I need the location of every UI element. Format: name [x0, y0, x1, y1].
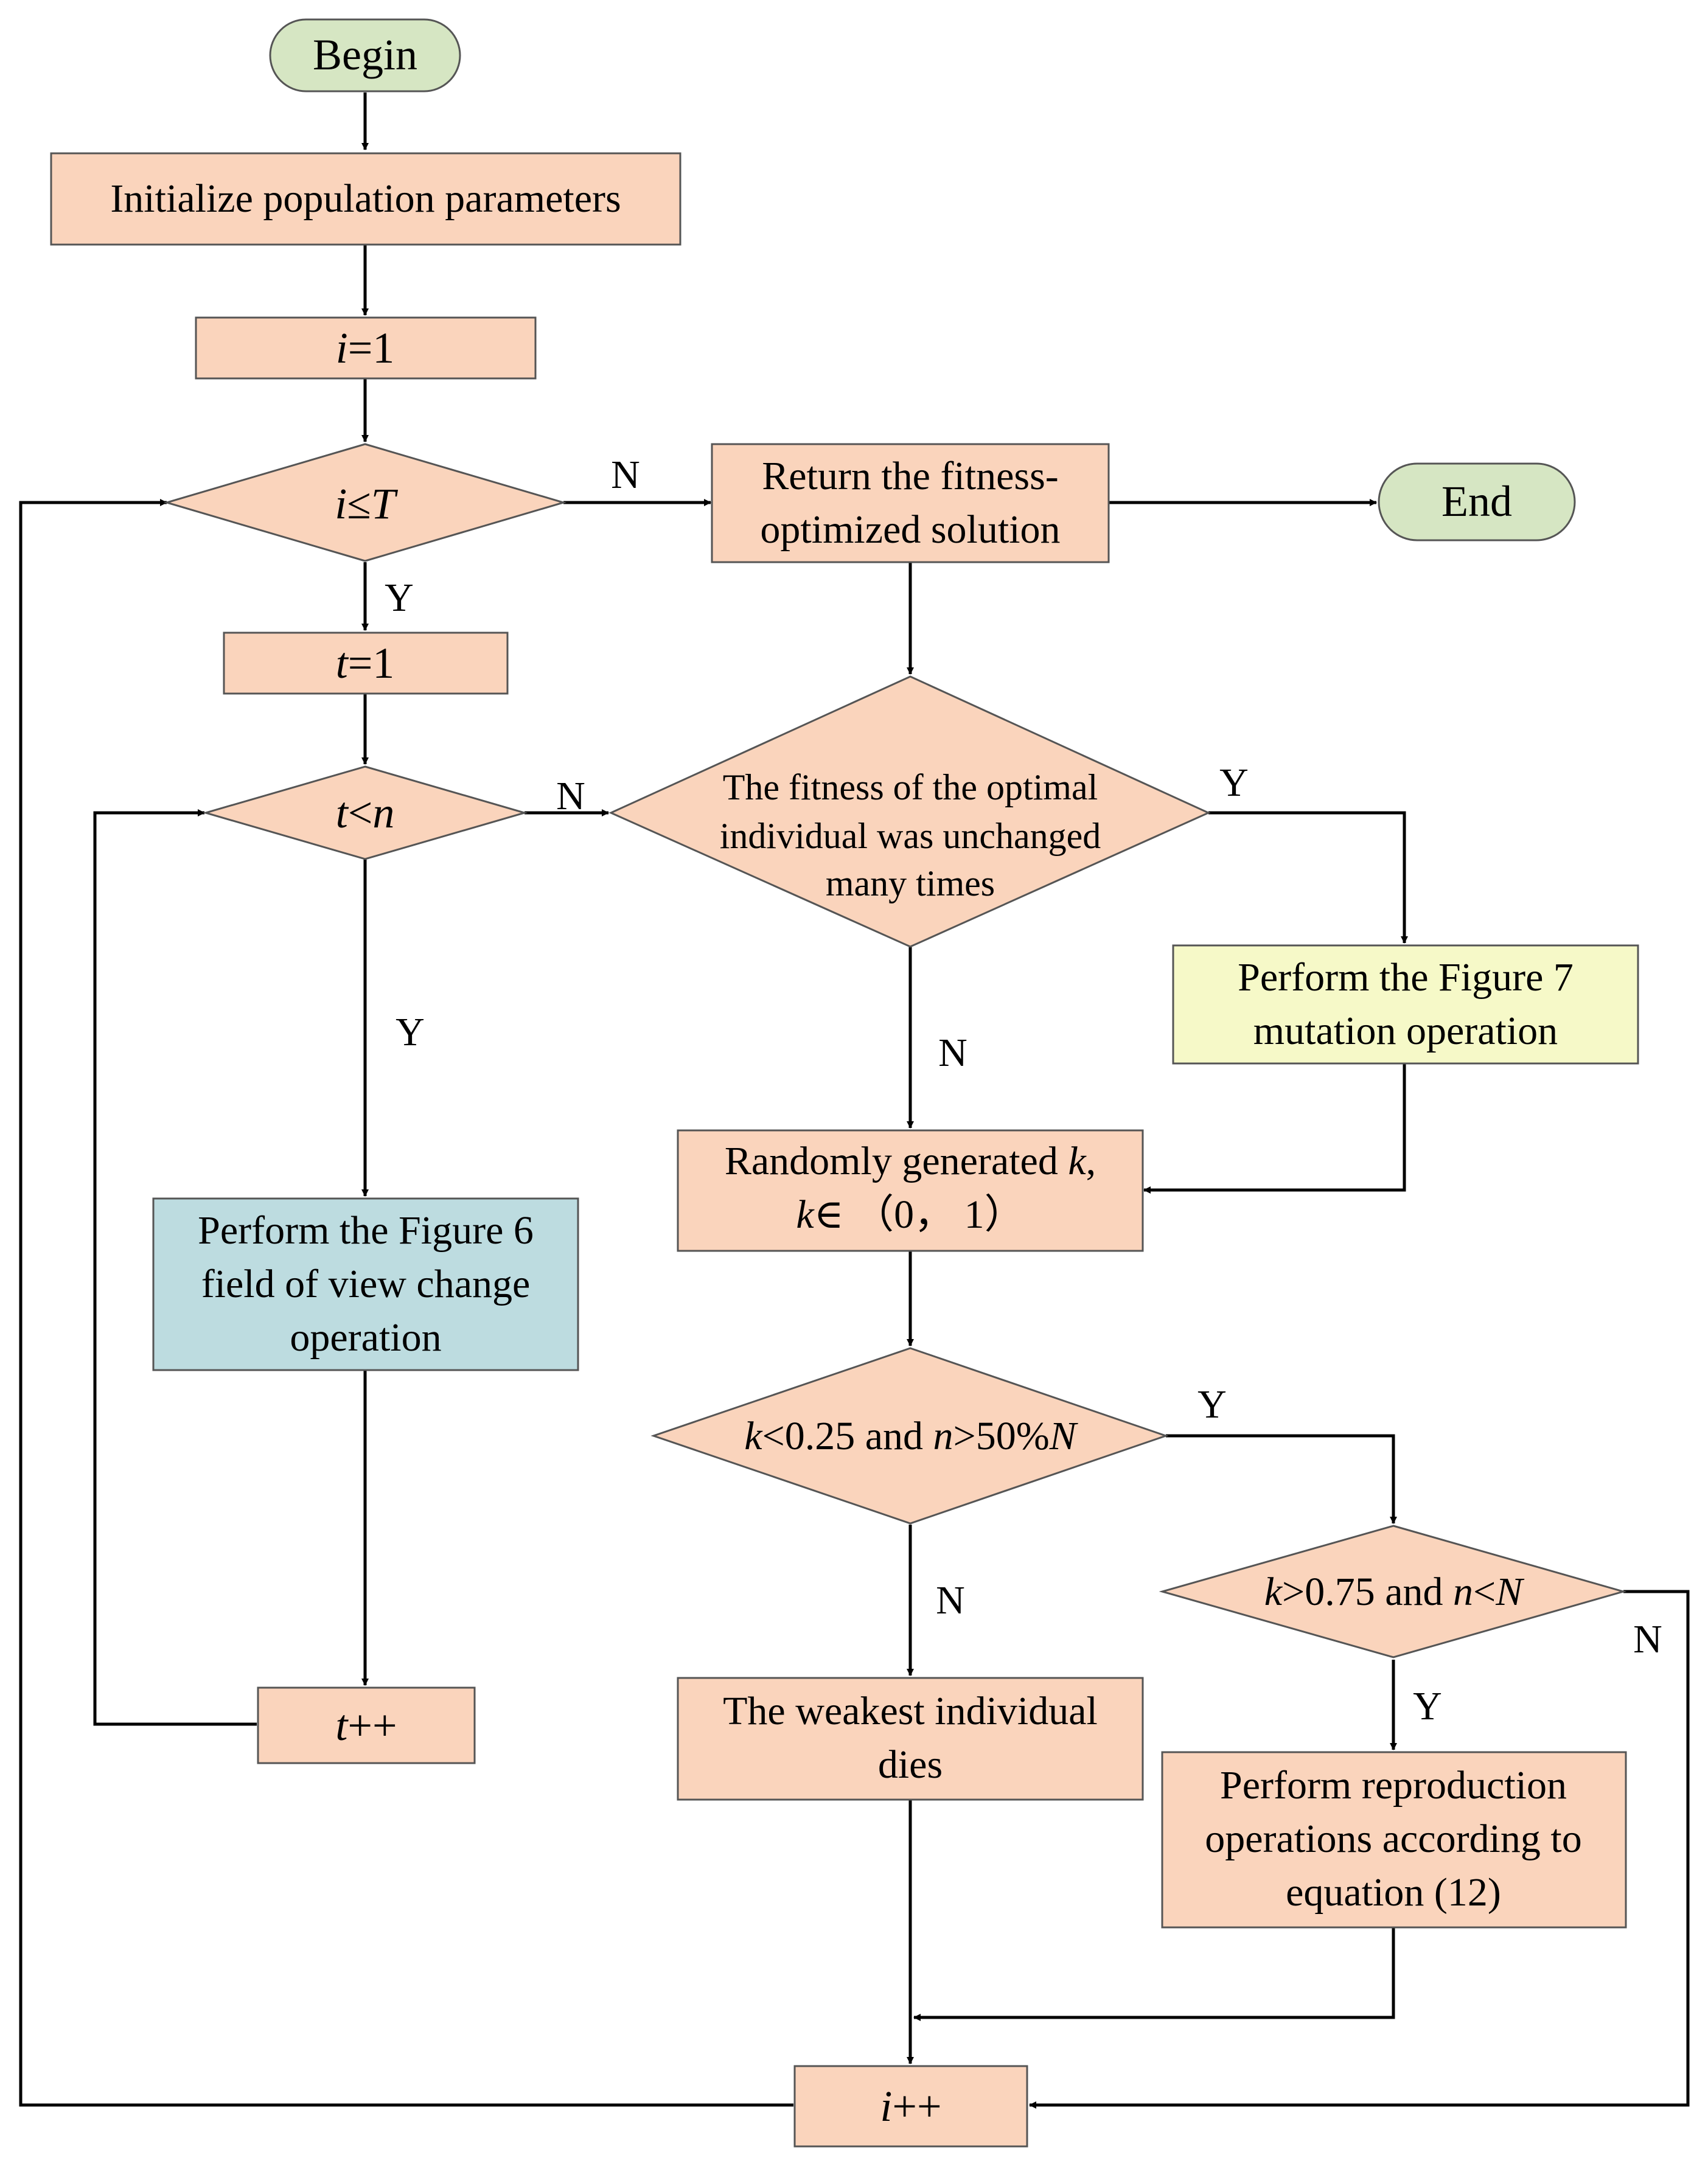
weakest-line-2: dies: [878, 1742, 943, 1787]
iT-decision: i≤T: [163, 443, 567, 562]
return-node: Return the fitness- optimized solution: [711, 443, 1110, 563]
i-inc-node: i++: [793, 2065, 1028, 2148]
i-init-node: i=1: [195, 316, 537, 380]
end-label: End: [1441, 477, 1512, 526]
edge-cond1-to-cond2: [1166, 1434, 1397, 1524]
label-c2-yes: Y: [1413, 1684, 1442, 1728]
label-tn-no: N: [556, 774, 585, 818]
connectors: [19, 92, 1690, 2109]
view-line-2: field of view change: [201, 1262, 531, 1306]
i-inc-label: i++: [880, 2082, 941, 2131]
t-init-node: t=1: [223, 632, 509, 695]
reproduction-line-2: operations according to: [1205, 1817, 1581, 1861]
cond2-decision: k>0.75 and n<N: [1159, 1525, 1627, 1658]
label-iT-yes: Y: [385, 576, 414, 620]
view-line-3: operation: [290, 1315, 441, 1360]
label-fit-yes: Y: [1219, 760, 1249, 805]
mutation-node: Perform the Figure 7 mutation operation: [1172, 944, 1639, 1065]
tn-label: t<n: [336, 788, 395, 837]
mutation-line-1: Perform the Figure 7: [1238, 955, 1574, 1000]
weakest-node: The weakest individual dies: [677, 1677, 1144, 1801]
reproduction-node: Perform reproduction operations accordin…: [1161, 1751, 1627, 1929]
edge-cond2-no-to-iinc: [1029, 1590, 1690, 2109]
init-label: Initialize population parameters: [110, 176, 621, 221]
edge-fitness-to-mutation: [1208, 811, 1408, 944]
random-k-node: Randomly generated k, k∈ （0， 1）: [677, 1129, 1144, 1252]
label-tn-yes: Y: [396, 1010, 425, 1054]
init-node: Initialize population parameters: [50, 152, 681, 246]
begin-label: Begin: [313, 30, 417, 79]
iT-label: i≤T: [335, 479, 399, 528]
label-c1-yes: Y: [1197, 1382, 1227, 1427]
fitness-line-2: individual was unchanged: [720, 816, 1101, 856]
view-change-node: Perform the Figure 6 field of view chang…: [152, 1197, 579, 1371]
cond1-decision: k<0.25 and n>50%N: [650, 1347, 1169, 1525]
reproduction-line-1: Perform reproduction: [1220, 1763, 1567, 1808]
cond1-label: k<0.25 and n>50%N: [744, 1414, 1079, 1458]
tn-decision: t<n: [202, 765, 528, 860]
fitness-line-1: The fitness of the optimal: [723, 767, 1098, 807]
label-fit-no: N: [938, 1031, 967, 1075]
weakest-line-1: The weakest individual: [723, 1689, 1098, 1733]
edge-labels: N Y N Y Y N Y N Y N: [385, 453, 1662, 1728]
view-line-1: Perform the Figure 6: [198, 1208, 534, 1253]
random-line-2: k∈ （0， 1）: [796, 1192, 1024, 1237]
edge-iinc-loop: [19, 499, 793, 2107]
begin-node: Begin: [269, 18, 461, 92]
cond2-label: k>0.75 and n<N: [1264, 1570, 1525, 1614]
t-init-label: t=1: [336, 639, 395, 687]
fitness-decision: The fitness of the optimal individual wa…: [608, 675, 1211, 948]
t-inc-node: t++: [257, 1686, 476, 1764]
label-c1-no: N: [936, 1578, 965, 1623]
return-line-2: optimized solution: [760, 507, 1060, 552]
random-line-1: Randomly generated k,: [725, 1139, 1096, 1183]
end-node: End: [1378, 462, 1576, 541]
fitness-line-3: many times: [826, 863, 995, 903]
label-c2-no: N: [1633, 1617, 1662, 1662]
label-iT-no: N: [611, 453, 640, 497]
i-init-label: i=1: [336, 324, 395, 372]
mutation-line-2: mutation operation: [1253, 1009, 1558, 1053]
return-line-1: Return the fitness-: [762, 454, 1059, 498]
reproduction-line-3: equation (12): [1286, 1870, 1501, 1915]
t-inc-label: t++: [335, 1701, 397, 1750]
edge-reproduction-to-merge: [913, 1927, 1395, 2021]
edge-mutation-to-random: [1143, 1063, 1406, 1194]
edge-tinc-loop: [93, 809, 257, 1726]
